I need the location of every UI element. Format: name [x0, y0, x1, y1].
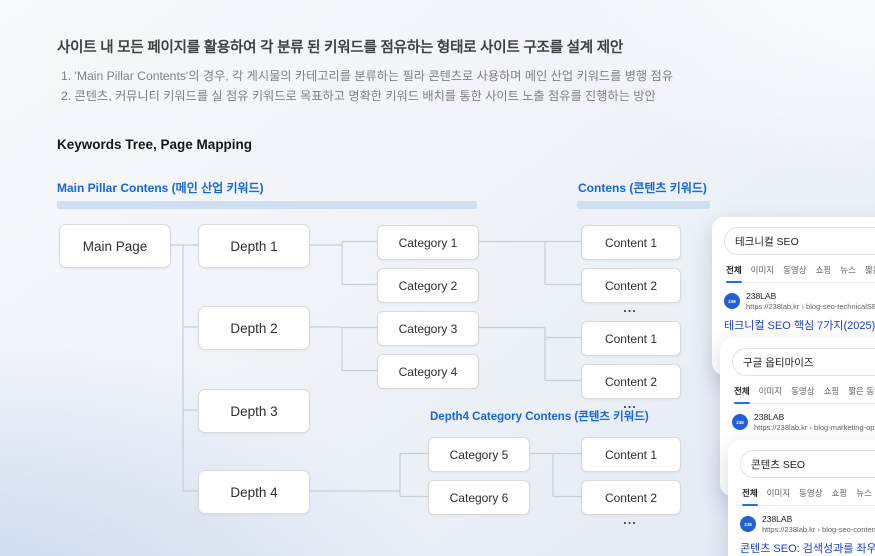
section-heading: Keywords Tree, Page Mapping [57, 137, 253, 152]
serp-tab[interactable]: 동영상 [783, 265, 807, 275]
site-favicon: 238 [732, 414, 748, 430]
search-query: 구글 옵티마이즈 [743, 356, 814, 369]
group-bar-main-pillar [57, 201, 477, 209]
summary-list: 1. 'Main Pillar Contents'의 경우, 각 게시물의 카테… [61, 66, 673, 106]
result-url: https://238lab.kr › blog-seo-contentseo [762, 524, 875, 534]
serp-tabs: 전체 이미지 동영상 쇼핑 뉴스 짧은 동영상 [726, 264, 875, 283]
serp-tab[interactable]: 동영상 [799, 488, 823, 498]
node-depth-4: Depth 4 [198, 470, 310, 514]
serp-tab[interactable]: 전체 [734, 386, 750, 404]
search-query: 테크니컬 SEO [735, 235, 799, 248]
ellipsis-c: ... [623, 512, 637, 527]
serp-tab[interactable]: 쇼핑 [823, 386, 840, 396]
serp-tab[interactable]: 이미지 [758, 386, 783, 396]
serp-tabs: 전체 이미지 동영상 쇼핑 뉴스 짧은 동영상 [742, 487, 875, 506]
serp-tab[interactable]: 이미지 [750, 265, 775, 275]
search-box[interactable]: 콘텐츠 SEO [740, 450, 875, 478]
serp-tabs: 전체 이미지 동영상 쇼핑 짧은 동영상 뉴스 [734, 385, 875, 404]
node-category-6: Category 6 [428, 480, 530, 515]
site-name: 238LAB [754, 412, 785, 422]
serp-tab[interactable]: 전체 [726, 265, 742, 283]
group-bar-contents [577, 201, 710, 209]
result-url: https://238lab.kr › blog-marketing-optim… [754, 422, 875, 432]
serp-card-content-seo: 콘텐츠 SEO 전체 이미지 동영상 쇼핑 뉴스 짧은 동영상 238 238L… [728, 440, 875, 556]
summary-item-1: 1. 'Main Pillar Contents'의 경우, 각 게시물의 카테… [61, 69, 673, 83]
node-depth-3: Depth 3 [198, 389, 310, 433]
node-category-1: Category 1 [377, 225, 479, 260]
search-box[interactable]: 구글 옵티마이즈 [732, 348, 875, 376]
serp-tab[interactable]: 짧은 동영상 [848, 386, 875, 396]
serp-tab[interactable]: 뉴스 [856, 488, 872, 498]
serp-tab[interactable]: 쇼핑 [815, 265, 832, 275]
site-favicon: 238 [724, 293, 740, 309]
site-favicon: 238 [740, 516, 756, 532]
group-label-depth4-category: Depth4 Category Contens (콘텐츠 키워드) [430, 411, 649, 423]
result-site-row: 238 238LAB https://238lab.kr › blog-seo-… [740, 514, 875, 534]
node-content-a2: Content 2 [581, 268, 681, 303]
result-title-link[interactable]: 테크니컬 SEO 핵심 7가지(2025) [724, 320, 875, 332]
node-category-3: Category 3 [377, 311, 479, 346]
node-content-b1: Content 1 [581, 321, 681, 356]
node-depth-1: Depth 1 [198, 224, 310, 268]
serp-tab[interactable]: 이미지 [766, 488, 791, 498]
site-meta: 238LAB https://238lab.kr › blog-seo-cont… [762, 514, 875, 534]
node-category-4: Category 4 [377, 354, 479, 389]
serp-tab[interactable]: 전체 [742, 488, 758, 506]
search-box[interactable]: 테크니컬 SEO [724, 227, 875, 255]
group-label-contents: Contens (콘텐츠 키워드) [578, 181, 707, 195]
result-url: https://238lab.kr › blog-seo-technicalSE… [746, 301, 875, 311]
serp-tab[interactable]: 동영상 [791, 386, 815, 396]
result-site-row: 238 238LAB https://238lab.kr › blog-seo-… [724, 291, 875, 311]
search-query: 콘텐츠 SEO [751, 458, 806, 471]
node-content-c1: Content 1 [581, 437, 681, 472]
serp-tab[interactable]: 뉴스 [840, 265, 856, 275]
node-category-5: Category 5 [428, 437, 530, 472]
serp-tab[interactable]: 짧은 동영상 [864, 265, 875, 275]
result-site-row: 238 238LAB https://238lab.kr › blog-mark… [732, 412, 875, 432]
node-category-2: Category 2 [377, 268, 479, 303]
site-meta: 238LAB https://238lab.kr › blog-marketin… [754, 412, 875, 432]
node-content-a1: Content 1 [581, 225, 681, 260]
node-main-page: Main Page [59, 224, 171, 268]
group-label-main-pillar: Main Pillar Contens (메인 산업 키워드) [57, 181, 264, 195]
node-content-b2: Content 2 [581, 364, 681, 399]
search-result: 238 238LAB https://238lab.kr › blog-seo-… [740, 514, 875, 556]
ellipsis-a: ... [623, 300, 637, 315]
site-meta: 238LAB https://238lab.kr › blog-seo-tech… [746, 291, 875, 311]
site-name: 238LAB [762, 514, 793, 524]
node-depth-2: Depth 2 [198, 306, 310, 350]
ellipsis-b: ... [623, 396, 637, 411]
result-title-link[interactable]: 콘텐츠 SEO: 검색성과를 좌우하는 전략... [740, 543, 875, 555]
summary-item-2: 2. 콘텐츠, 커뮤니티 키워드를 실 점유 키워드로 목표하고 명확한 키워드… [61, 89, 656, 103]
serp-tab[interactable]: 쇼핑 [831, 488, 848, 498]
page-title: 사이트 내 모든 페이지를 활용하여 각 분류 된 키워드를 점유하는 형태로 … [57, 40, 624, 56]
site-name: 238LAB [746, 291, 777, 301]
node-content-c2: Content 2 [581, 480, 681, 515]
